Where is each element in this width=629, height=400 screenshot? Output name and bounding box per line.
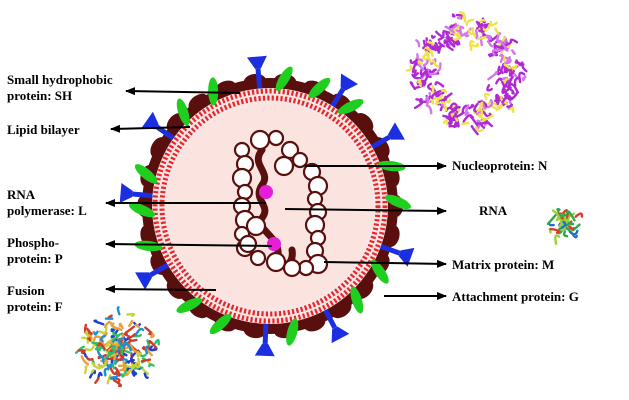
matrix-bump	[385, 225, 400, 247]
attachment-protein-spike	[370, 122, 405, 150]
arrow-phosphoprotein	[105, 240, 273, 249]
fusion-protein-spike	[134, 164, 158, 184]
virion	[119, 55, 415, 357]
arrow-lipid-bilayer	[110, 124, 191, 133]
protein-ring-ribbon-icon	[405, 11, 528, 136]
arrow-matrix	[323, 259, 447, 268]
nucleoprotein-unit	[233, 141, 251, 159]
label-rna: RNA	[479, 203, 508, 218]
fusion-protein-spike	[176, 297, 203, 313]
nucleoprotein-chain	[231, 129, 329, 278]
label-fusion-protein: Fusion protein: F	[7, 283, 63, 314]
protein-ribbon-icon	[546, 207, 584, 246]
nucleoprotein-unit	[231, 167, 253, 189]
annotation-arrows	[105, 87, 447, 300]
attachment-protein-spike	[135, 262, 170, 290]
attachment-protein-spike	[380, 244, 415, 267]
lipid-bilayer-dots-outer	[152, 88, 388, 324]
nucleoprotein-unit	[238, 234, 258, 254]
arrow-small-hydrophobic	[125, 87, 241, 96]
nucleoprotein-unit	[273, 155, 295, 177]
matrix-bump	[243, 324, 266, 339]
nucleoprotein-unit	[249, 249, 267, 267]
nucleoprotein-unit	[282, 258, 302, 278]
attachment-protein-spike	[119, 182, 153, 203]
matrix-bump	[150, 137, 167, 158]
arrow-rna	[284, 206, 447, 215]
fusion-protein-spike	[286, 318, 299, 346]
lipid-bilayer-dots-inner	[159, 95, 381, 317]
label-small-hydrophobic-protein: Small hydrophobic protein: SH	[7, 72, 113, 103]
label-lipid-bilayer: Lipid bilayer	[7, 122, 80, 137]
fusion-protein-spike	[275, 66, 293, 92]
arrow-fusion	[105, 285, 217, 294]
nucleoprotein-unit	[297, 259, 315, 277]
fusion-protein-spike	[208, 77, 219, 106]
label-attachment-protein: Attachment protein: G	[452, 289, 579, 304]
nucleoprotein-unit	[267, 129, 285, 147]
attachment-protein-spike	[323, 309, 350, 344]
attachment-protein-spike	[330, 73, 358, 108]
nucleoprotein-unit	[249, 129, 271, 151]
label-matrix-protein: Matrix protein: M	[452, 257, 555, 272]
matrix-bump	[188, 93, 209, 111]
matrix-bump	[331, 301, 352, 319]
fusion-protein-spike	[308, 77, 331, 99]
fusion-protein-spike	[350, 286, 364, 314]
fusion-protein-spike	[176, 98, 190, 126]
polymerase-l-dot	[259, 185, 273, 199]
fusion-protein-spike	[370, 259, 389, 284]
attachment-protein-spike	[254, 323, 275, 357]
matrix-bump	[355, 112, 374, 132]
fusion-protein-spike	[129, 202, 156, 218]
phosphoprotein-p-dot	[267, 237, 281, 251]
nucleoprotein-unit	[245, 215, 267, 237]
fusion-protein-spike	[134, 240, 163, 252]
nucleoprotein-unit	[265, 251, 287, 273]
attachment-protein-spike	[246, 55, 267, 89]
label-rna-polymerase: RNA polymerase: L	[7, 187, 87, 218]
fusion-protein-spike	[384, 194, 411, 210]
label-nucleoprotein: Nucleoprotein: N	[452, 158, 548, 173]
matrix-bump	[304, 316, 326, 332]
protein-trimer-ribbon-icon	[74, 306, 160, 388]
fusion-protein-spike	[337, 99, 364, 115]
label-phosphoprotein: Phospho- protein: P	[7, 235, 63, 266]
fusion-protein-spike	[209, 313, 232, 335]
nucleoprotein-unit	[291, 151, 309, 169]
nucleoprotein-unit	[236, 183, 254, 201]
surface-glycoproteins	[119, 55, 415, 357]
